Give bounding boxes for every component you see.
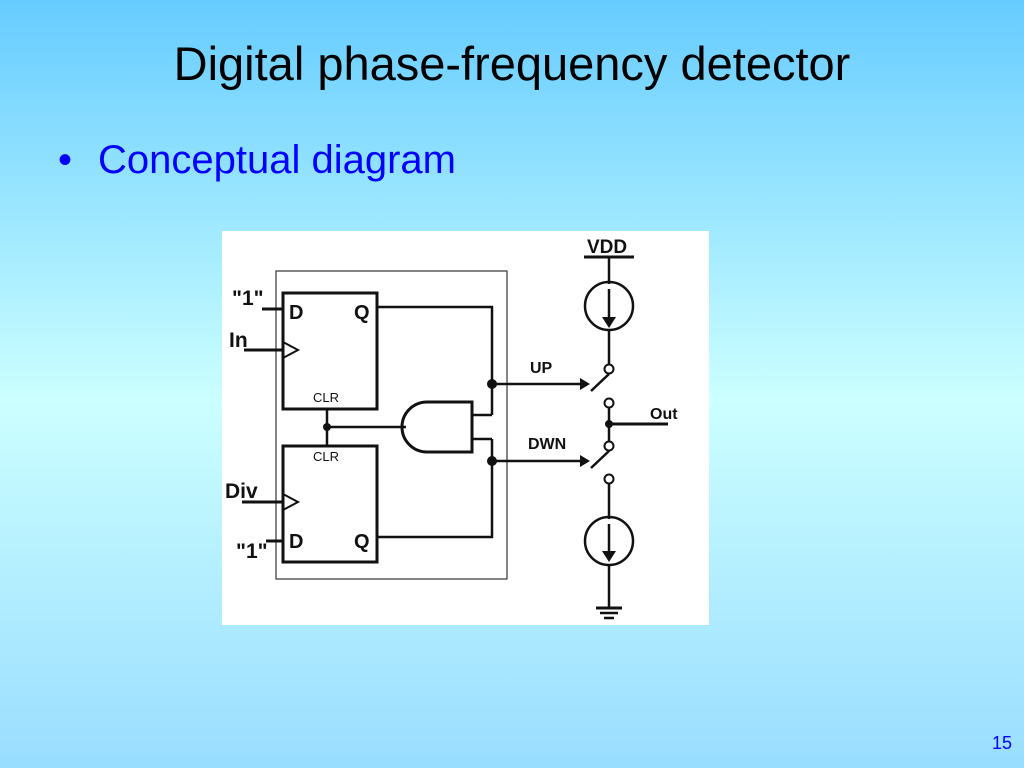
pfd-diagram: D Q CLR D Q CLR "1" In Div "1" (222, 231, 709, 625)
bottom-clock-symbol (282, 492, 301, 512)
in-input-label: In (229, 329, 248, 352)
up-label: UP (530, 360, 553, 377)
bottom-ff-d-label: D (289, 531, 303, 553)
top-ff-q-label: Q (354, 302, 370, 324)
up-arrow-icon (580, 378, 590, 390)
dwn-switch-blade (590, 450, 610, 469)
dwn-switch-bottom-contact (603, 473, 615, 485)
and-gate (400, 400, 474, 454)
vdd-label: VDD (587, 237, 627, 258)
slide-title: Digital phase-frequency detector (173, 37, 851, 90)
top-source-arrowhead (602, 317, 616, 328)
div-input-label: Div (225, 480, 258, 503)
bullet-item: • Conceptual diagram (58, 138, 456, 183)
top-ff-clr-label: CLR (313, 390, 339, 405)
up-switch-top-contact (603, 363, 615, 375)
top-q-wire (377, 305, 494, 384)
dwn-arrow-icon (580, 455, 590, 467)
bottom-source-arrowhead (602, 551, 616, 562)
bullet-text: Conceptual diagram (98, 138, 456, 182)
bottom-ff-clr-label: CLR (313, 449, 339, 464)
pfd-enclosure (275, 270, 508, 580)
dwn-label: DWN (528, 436, 566, 453)
top-one-input-label: "1" (232, 287, 264, 310)
dwn-switch-top-contact (603, 440, 615, 452)
bottom-ff-q-label: Q (354, 531, 370, 553)
top-ff-d-label: D (289, 302, 303, 324)
out-label: Out (650, 406, 678, 423)
bottom-q-wire (377, 461, 494, 539)
up-switch-blade (590, 373, 610, 392)
top-clock-symbol (282, 340, 301, 360)
pfd-schematic: D Q CLR D Q CLR "1" In Div "1" (225, 237, 678, 620)
slide-number: 15 (991, 733, 1012, 753)
bullet-symbol: • (58, 138, 73, 182)
up-switch-bottom-contact (603, 397, 615, 409)
bottom-one-input-label: "1" (236, 540, 268, 563)
